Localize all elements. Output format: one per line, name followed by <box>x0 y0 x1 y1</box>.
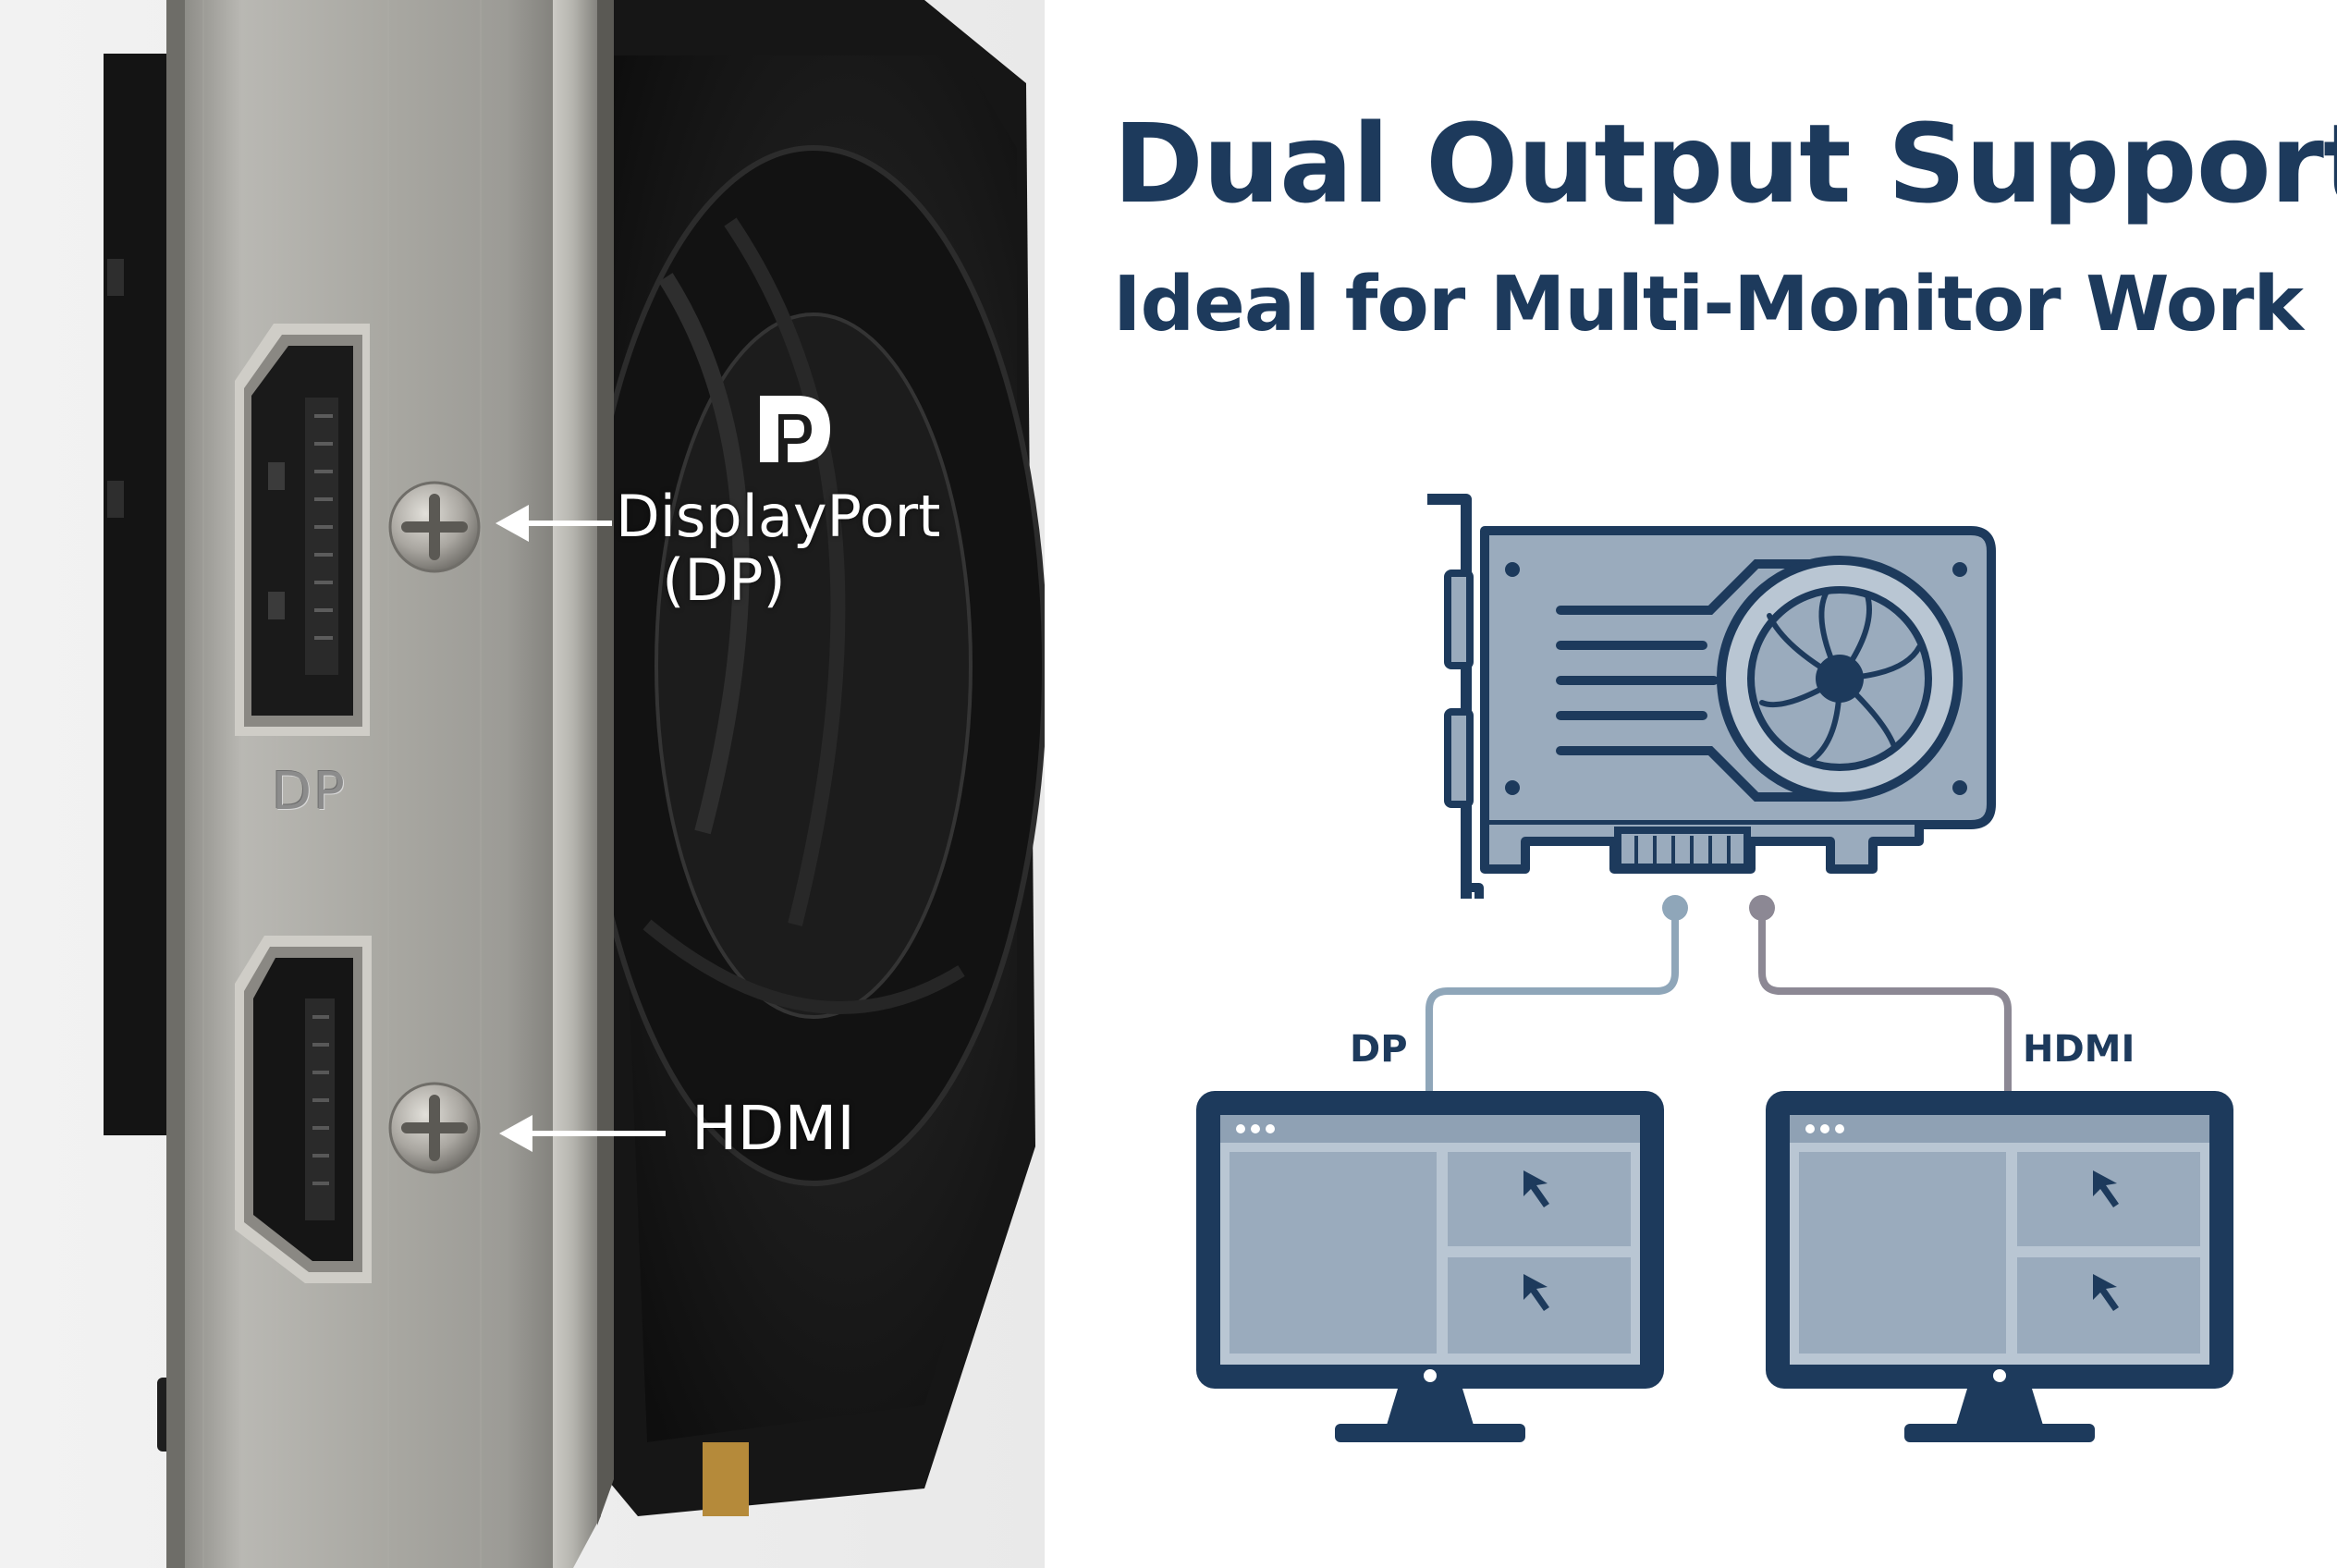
card-shroud <box>555 0 1045 1516</box>
diagram-label-hdmi: HDMI <box>2023 1028 2135 1071</box>
dp-cable <box>1425 895 1688 1095</box>
headline-subtitle: Ideal for Multi-Monitor Work <box>1113 261 2304 349</box>
pcb-edge <box>104 54 185 1452</box>
headline-title: Dual Output Support <box>1113 100 2337 227</box>
displayport-callout-line1: DisplayPort <box>616 483 941 550</box>
hdmi-callout-label: HDMI <box>691 1093 855 1164</box>
dual-monitor-diagram <box>1196 494 2233 1442</box>
displayport-callout-line2: (DP) <box>662 546 786 615</box>
bracket-engraving-dp: DP <box>272 762 347 822</box>
hdmi-cable <box>1749 895 2012 1095</box>
hdmi-connector <box>235 936 372 1283</box>
dp-callout-arrow <box>496 505 612 542</box>
monitor-icon <box>1196 1091 1664 1442</box>
monitor-icon <box>1766 1091 2233 1442</box>
displayport-connector <box>235 324 370 736</box>
screw-hdmi <box>388 1082 481 1174</box>
displayport-logo-icon <box>760 396 830 462</box>
graphics-card-icon <box>1427 494 1996 899</box>
bracket-flange <box>166 0 194 1568</box>
product-photo: DP DisplayPort (DP) HDMI <box>0 0 1045 1568</box>
feature-panel: Dual Output Support Ideal for Multi-Moni… <box>1045 0 2337 1568</box>
diagram-label-dp: DP <box>1350 1028 1408 1071</box>
hdmi-callout-arrow <box>499 1115 666 1152</box>
io-bracket <box>185 0 564 1568</box>
screw-dp <box>388 481 481 573</box>
displayport-callout-label: DisplayPort (DP) <box>616 484 940 613</box>
